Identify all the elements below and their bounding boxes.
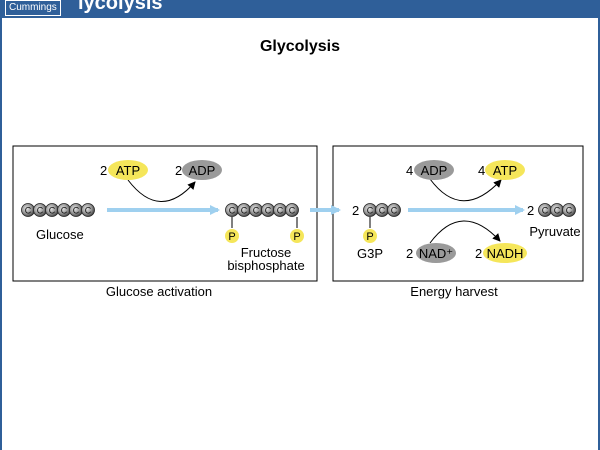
pyruvate-carbon-letter: C: [542, 206, 549, 216]
fructose-carbon-letter: C: [229, 206, 236, 216]
atp-in-label: ATP: [116, 163, 140, 178]
g3p-label: G3P: [357, 246, 383, 261]
adp-out-oval: [182, 160, 222, 180]
adp-in-oval: [414, 160, 454, 180]
g3p-carbon-letter: C: [379, 206, 386, 216]
nad-in-oval: [416, 243, 456, 263]
g3p-carbon-letter: C: [391, 206, 398, 216]
publisher-badge: Cummings: [5, 0, 61, 16]
curve-arrow-atp-harvest: [429, 178, 502, 202]
glucose-carbon-letter: C: [73, 206, 80, 216]
adp-in-coefficient: 4: [406, 163, 413, 178]
fructose-carbon-atom: [285, 203, 299, 217]
pyruvate-coefficient: 2: [527, 203, 534, 218]
glucose-carbon-letter: C: [37, 206, 44, 216]
adp-out-label: ADP: [189, 163, 216, 178]
left-panel-frame: [12, 145, 318, 282]
glucose-label: Glucose: [36, 227, 84, 242]
pyruvate-carbon-letter: C: [566, 206, 573, 216]
header-title-fragment: lycolysis: [78, 0, 163, 14]
atp-in-coefficient: 2: [100, 163, 107, 178]
g3p-carbon-letter: C: [367, 206, 374, 216]
header-bar: Cummings lycolysis: [0, 0, 600, 18]
nadh-out-coefficient: 2: [475, 246, 482, 261]
curve-arrow-nadh: [429, 220, 501, 244]
right-panel-caption: Energy harvest: [410, 284, 498, 299]
atp-in-oval: [108, 160, 148, 180]
glucose-carbon-letter: C: [61, 206, 68, 216]
g3p-carbon-atom: [387, 203, 401, 217]
g3p-phosphate-circle: [363, 229, 377, 243]
glucose-carbon-letter: C: [85, 206, 92, 216]
g3p-coefficient: 2: [352, 203, 359, 218]
phosphate-circle-right: [290, 229, 304, 243]
nad-in-coefficient: 2: [406, 246, 413, 261]
atp-out-coefficient: 4: [478, 163, 485, 178]
g3p-phosphate-label: P: [366, 231, 373, 243]
curve-arrow-activation: [127, 179, 196, 202]
atp-out-oval: [485, 160, 525, 180]
slide-title: Glycolysis: [259, 38, 341, 55]
phosphate-label-left: P: [228, 231, 235, 243]
fructose-label-line1: Fructose: [241, 245, 292, 260]
glucose-carbon-atom: [81, 203, 95, 217]
fructose-label-line2: bisphosphate: [227, 258, 304, 273]
glucose-carbon-letter: C: [25, 206, 32, 216]
phosphate-label-right: P: [293, 231, 300, 243]
phosphate-circle-left: [225, 229, 239, 243]
nadh-out-oval: [483, 243, 527, 263]
atp-out-label: ATP: [493, 163, 517, 178]
fructose-carbon-letter: C: [253, 206, 260, 216]
fructose-carbon-letter: C: [289, 206, 296, 216]
pyruvate-carbon-atom: [562, 203, 576, 217]
nad-in-label: NAD⁺: [419, 246, 453, 261]
nadh-out-label: NADH: [487, 246, 524, 261]
fructose-carbon-letter: C: [241, 206, 248, 216]
fructose-carbon-letter: C: [265, 206, 272, 216]
pyruvate-carbon-letter: C: [554, 206, 561, 216]
glucose-carbon-letter: C: [49, 206, 56, 216]
adp-out-coefficient: 2: [175, 163, 182, 178]
fructose-carbon-letter: C: [277, 206, 284, 216]
pyruvate-label: Pyruvate: [529, 224, 580, 239]
adp-in-label: ADP: [421, 163, 448, 178]
left-panel-caption: Glucose activation: [106, 284, 212, 299]
